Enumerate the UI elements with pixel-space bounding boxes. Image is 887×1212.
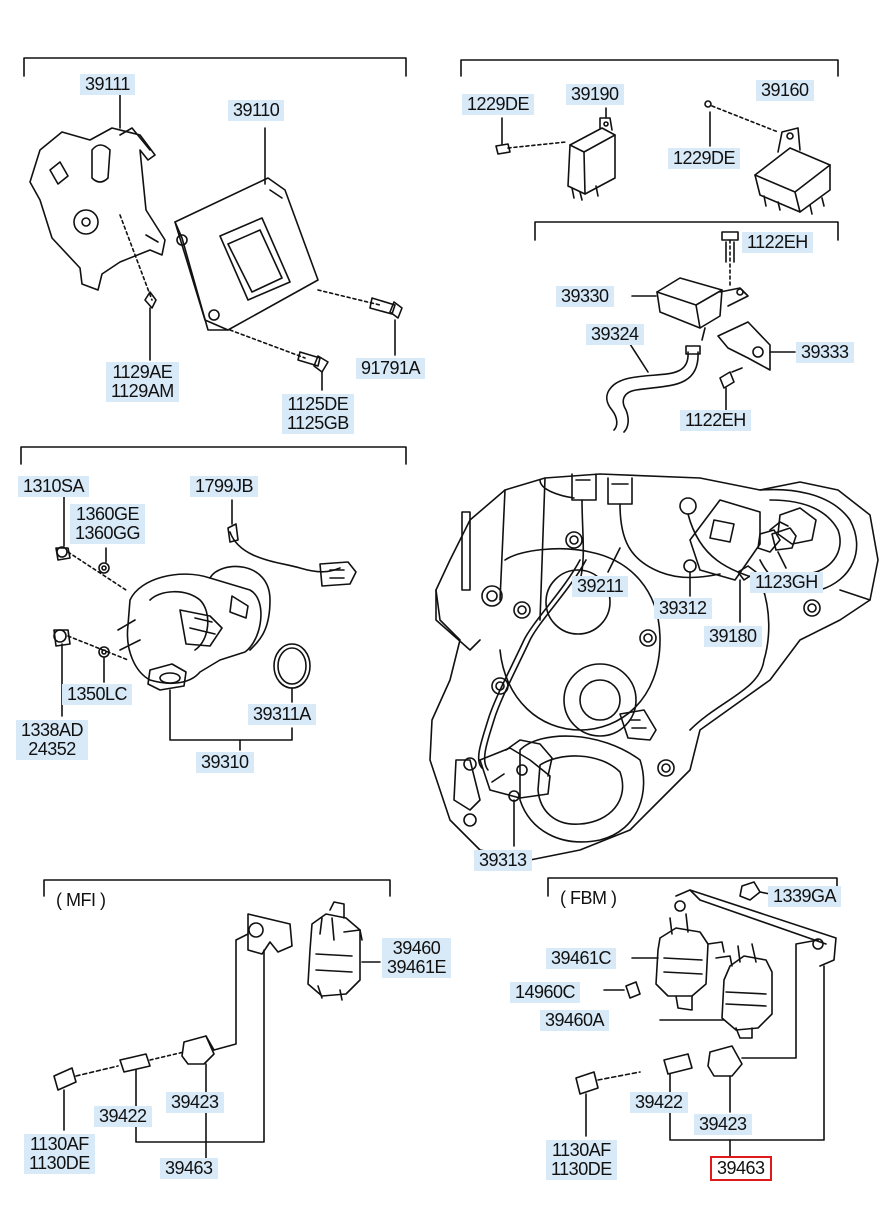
- label-39313[interactable]: 39313: [474, 850, 532, 871]
- label-1339ga[interactable]: 1339GA: [768, 886, 842, 907]
- relay-drawings: [496, 101, 830, 214]
- label-39463-fbm-selected[interactable]: 39463: [710, 1156, 772, 1181]
- label-39333[interactable]: 39333: [796, 342, 854, 363]
- section-title-mfi: ( MFI ): [56, 890, 106, 910]
- label-39460-39461e[interactable]: 39460 39461E: [382, 938, 452, 978]
- ecu-bracket-drawing: [30, 95, 165, 360]
- label-1310sa[interactable]: 1310SA: [18, 476, 90, 497]
- section-title-fbm: ( FBM ): [560, 888, 617, 908]
- label-1129ae-1129am[interactable]: 1129AE 1129AM: [106, 362, 179, 402]
- label-39330[interactable]: 39330: [556, 286, 614, 307]
- label-39460a[interactable]: 39460A: [540, 1010, 610, 1031]
- label-39110[interactable]: 39110: [228, 100, 285, 121]
- label-39324[interactable]: 39324: [586, 324, 644, 345]
- distributor-drawing: [54, 495, 356, 750]
- label-1799jb[interactable]: 1799JB: [190, 476, 259, 497]
- fbm-section-drawing: [576, 882, 836, 1158]
- label-1350lc[interactable]: 1350LC: [62, 684, 133, 705]
- ecu-drawing: [175, 128, 402, 390]
- label-39463-mfi[interactable]: 39463: [160, 1158, 218, 1179]
- label-1122eh-a[interactable]: 1122EH: [742, 232, 813, 253]
- label-39423-fbm[interactable]: 39423: [694, 1114, 752, 1135]
- label-39461c[interactable]: 39461C: [546, 948, 617, 969]
- label-1125de-1125gb[interactable]: 1125DE 1125GB: [282, 394, 354, 434]
- label-39180[interactable]: 39180: [704, 626, 762, 647]
- engine-front-drawing: [430, 474, 878, 860]
- label-39190[interactable]: 39190: [566, 84, 624, 105]
- label-1360ge-1360gg[interactable]: 1360GE 1360GG: [70, 504, 146, 544]
- label-39111[interactable]: 39111: [80, 74, 135, 95]
- label-39312[interactable]: 39312: [654, 598, 712, 619]
- label-39311a[interactable]: 39311A: [248, 704, 316, 725]
- label-1229de-b[interactable]: 1229DE: [668, 148, 741, 169]
- label-14960c[interactable]: 14960C: [510, 982, 581, 1003]
- label-1122eh-b[interactable]: 1122EH: [680, 410, 751, 431]
- label-39310[interactable]: 39310: [196, 752, 254, 773]
- label-1130af-1130de-mfi[interactable]: 1130AF 1130DE: [24, 1134, 95, 1174]
- label-1123gh[interactable]: 1123GH: [750, 572, 823, 593]
- label-39422-fbm[interactable]: 39422: [630, 1092, 688, 1113]
- label-39211[interactable]: 39211: [572, 576, 629, 597]
- label-1229de-a[interactable]: 1229DE: [462, 94, 535, 115]
- label-39423-mfi[interactable]: 39423: [166, 1092, 224, 1113]
- label-91791a[interactable]: 91791A: [356, 358, 426, 379]
- label-39160[interactable]: 39160: [756, 80, 814, 101]
- label-1338ad-24352[interactable]: 1338AD 24352: [16, 720, 89, 760]
- label-1130af-1130de-fbm[interactable]: 1130AF 1130DE: [546, 1140, 617, 1180]
- section-brackets: [21, 58, 838, 896]
- map-sensor-drawing: [607, 232, 795, 432]
- label-39422-mfi[interactable]: 39422: [94, 1106, 152, 1127]
